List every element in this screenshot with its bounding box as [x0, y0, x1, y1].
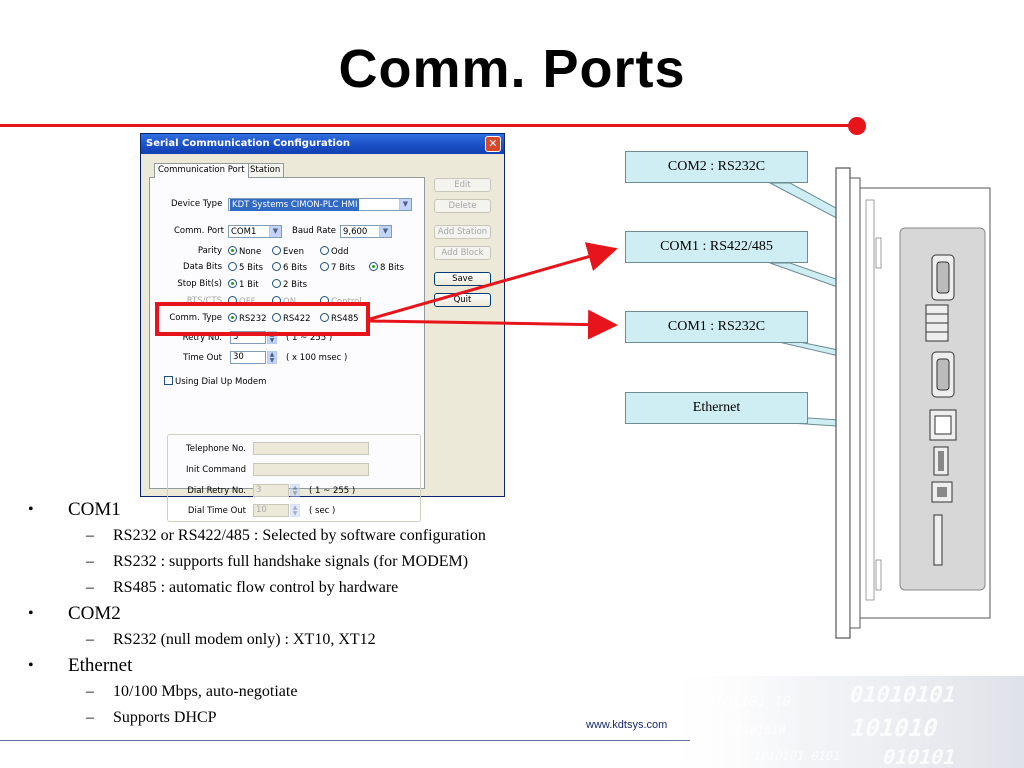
- baud-rate-select[interactable]: 9,600 ▼: [340, 225, 392, 238]
- radio-comm-type-rs422[interactable]: RS422: [272, 313, 311, 324]
- chevron-down-icon[interactable]: ▼: [379, 226, 391, 237]
- device-type-select[interactable]: KDT Systems CIMON-PLC HMI ▼: [228, 198, 412, 211]
- retry-no-label: Retry No.: [182, 333, 222, 343]
- arrow-to-com1-rs232: [369, 309, 618, 340]
- data-bits-label: Data Bits: [183, 262, 222, 272]
- radio-parity-none[interactable]: None: [228, 246, 261, 257]
- bullet-com1: •COM1: [28, 499, 121, 520]
- rts-cts-label: RTS/CTS: [186, 296, 222, 306]
- sub-bullet: –RS485 : automatic flow control by hardw…: [86, 579, 399, 596]
- close-icon[interactable]: ✕: [485, 136, 501, 152]
- tab-communication-port[interactable]: Communication Port: [154, 163, 249, 178]
- dial-timeout-spinner[interactable]: ▲▼: [290, 504, 300, 517]
- comm-port-select[interactable]: COM1 ▼: [228, 225, 282, 238]
- title-underline-dot: [848, 117, 866, 135]
- telephone-label: Telephone No.: [186, 444, 246, 454]
- add-station-button[interactable]: Add Station: [434, 225, 491, 239]
- radio-stop-bits-1[interactable]: 1 Bit: [228, 279, 259, 290]
- retry-no-range: ( 1 ~ 255 ): [286, 333, 333, 343]
- delete-button[interactable]: Delete: [434, 199, 491, 213]
- callout-com2-rs232c: COM2 : RS232C: [625, 151, 808, 183]
- add-block-button[interactable]: Add Block: [434, 246, 491, 260]
- comm-port-label: Comm. Port: [174, 226, 224, 236]
- baud-rate-label: Baud Rate: [292, 226, 337, 236]
- edit-button[interactable]: Edit: [434, 178, 491, 192]
- title-underline: [0, 124, 855, 127]
- dial-timeout-label: Dial Time Out: [187, 506, 246, 516]
- arrow-to-com1-rs422: [369, 242, 618, 321]
- save-button[interactable]: Save: [434, 272, 491, 286]
- dial-up-checkbox[interactable]: Using Dial Up Modem: [164, 376, 266, 387]
- dial-timeout-unit: ( sec ): [309, 506, 336, 516]
- time-out-spinner[interactable]: ▲▼: [267, 351, 277, 364]
- sub-bullet: –Supports DHCP: [86, 709, 217, 726]
- callout-com1-rs422-485: COM1 : RS422/485: [625, 231, 808, 263]
- stop-bits-label: Stop Bit(s): [177, 279, 222, 289]
- footer-url[interactable]: www.kdtsys.com: [586, 719, 668, 731]
- svg-text:10101101 10: 10101101 10: [696, 694, 793, 710]
- baud-rate-value: 9,600: [343, 227, 368, 237]
- radio-data-bits-8[interactable]: 8 Bits: [369, 262, 404, 273]
- radio-comm-type-rs485[interactable]: RS485: [320, 313, 359, 324]
- binary-decoration: 10101101 10 01010101 010101010 101010 10…: [655, 676, 1024, 768]
- radio-comm-type-rs232[interactable]: RS232: [228, 313, 267, 324]
- chevron-down-icon[interactable]: ▼: [269, 226, 281, 237]
- device-type-value: KDT Systems CIMON-PLC HMI: [230, 199, 360, 211]
- init-command-label: Init Command: [186, 465, 246, 475]
- dial-up-group: Telephone No. Init Command Dial Retry No…: [167, 434, 421, 522]
- sub-bullet: –RS232 or RS422/485 : Selected by softwa…: [86, 527, 486, 544]
- telephone-input[interactable]: [253, 442, 369, 455]
- dialog-titlebar: Serial Communication Configuration ✕: [141, 134, 504, 154]
- svg-text:010101: 010101: [880, 745, 959, 768]
- slide-title: Comm. Ports: [338, 39, 686, 99]
- chevron-down-icon[interactable]: ▼: [399, 199, 411, 210]
- sub-bullet: –RS232 : supports full handshake signals…: [86, 553, 469, 570]
- init-command-input[interactable]: [253, 463, 369, 476]
- radio-data-bits-7[interactable]: 7 Bits: [320, 262, 355, 273]
- radio-parity-even[interactable]: Even: [272, 246, 304, 257]
- dial-retry-range: ( 1 ~ 255 ): [309, 486, 356, 496]
- hmi-side-view: [835, 167, 991, 639]
- parity-label: Parity: [197, 246, 222, 256]
- device-type-label: Device Type: [171, 199, 223, 209]
- bullet-com2: •COM2: [28, 603, 121, 624]
- dial-retry-spinner[interactable]: ▲▼: [290, 484, 300, 497]
- radio-parity-odd[interactable]: Odd: [320, 246, 348, 257]
- svg-text:010101010: 010101010: [719, 723, 788, 737]
- radio-stop-bits-2[interactable]: 2 Bits: [272, 279, 307, 290]
- radio-data-bits-6[interactable]: 6 Bits: [272, 262, 307, 273]
- serial-config-dialog: Serial Communication Configuration ✕ Com…: [140, 133, 505, 522]
- dialog-title: Serial Communication Configuration: [146, 138, 350, 149]
- dial-retry-label: Dial Retry No.: [187, 486, 246, 496]
- radio-data-bits-5[interactable]: 5 Bits: [228, 262, 263, 273]
- comm-type-highlight: [155, 302, 370, 336]
- footer-rule: [0, 740, 690, 741]
- dial-retry-input[interactable]: 3: [253, 484, 289, 497]
- comm-type-label: Comm. Type: [169, 313, 222, 323]
- time-out-input[interactable]: 30: [230, 351, 266, 364]
- comm-port-value: COM1: [231, 227, 257, 237]
- callout-ethernet: Ethernet: [625, 392, 808, 424]
- callout-com1-rs232c: COM1 : RS232C: [625, 311, 808, 343]
- bullet-list: •COM1 –RS232 or RS422/485 : Selected by …: [28, 497, 628, 731]
- bullet-ethernet: •Ethernet: [28, 655, 133, 676]
- sub-bullet: –RS232 (null modem only) : XT10, XT12: [86, 631, 376, 648]
- sub-bullet: –10/100 Mbps, auto-negotiate: [86, 683, 298, 700]
- time-out-label: Time Out: [183, 353, 222, 363]
- time-out-unit: ( x 100 msec ): [286, 353, 348, 363]
- svg-text:101010: 101010: [847, 713, 941, 741]
- dial-timeout-input[interactable]: 10: [253, 504, 289, 517]
- svg-text:01010101: 01010101: [846, 682, 959, 708]
- svg-text:1010101 0101: 1010101 0101: [752, 749, 842, 763]
